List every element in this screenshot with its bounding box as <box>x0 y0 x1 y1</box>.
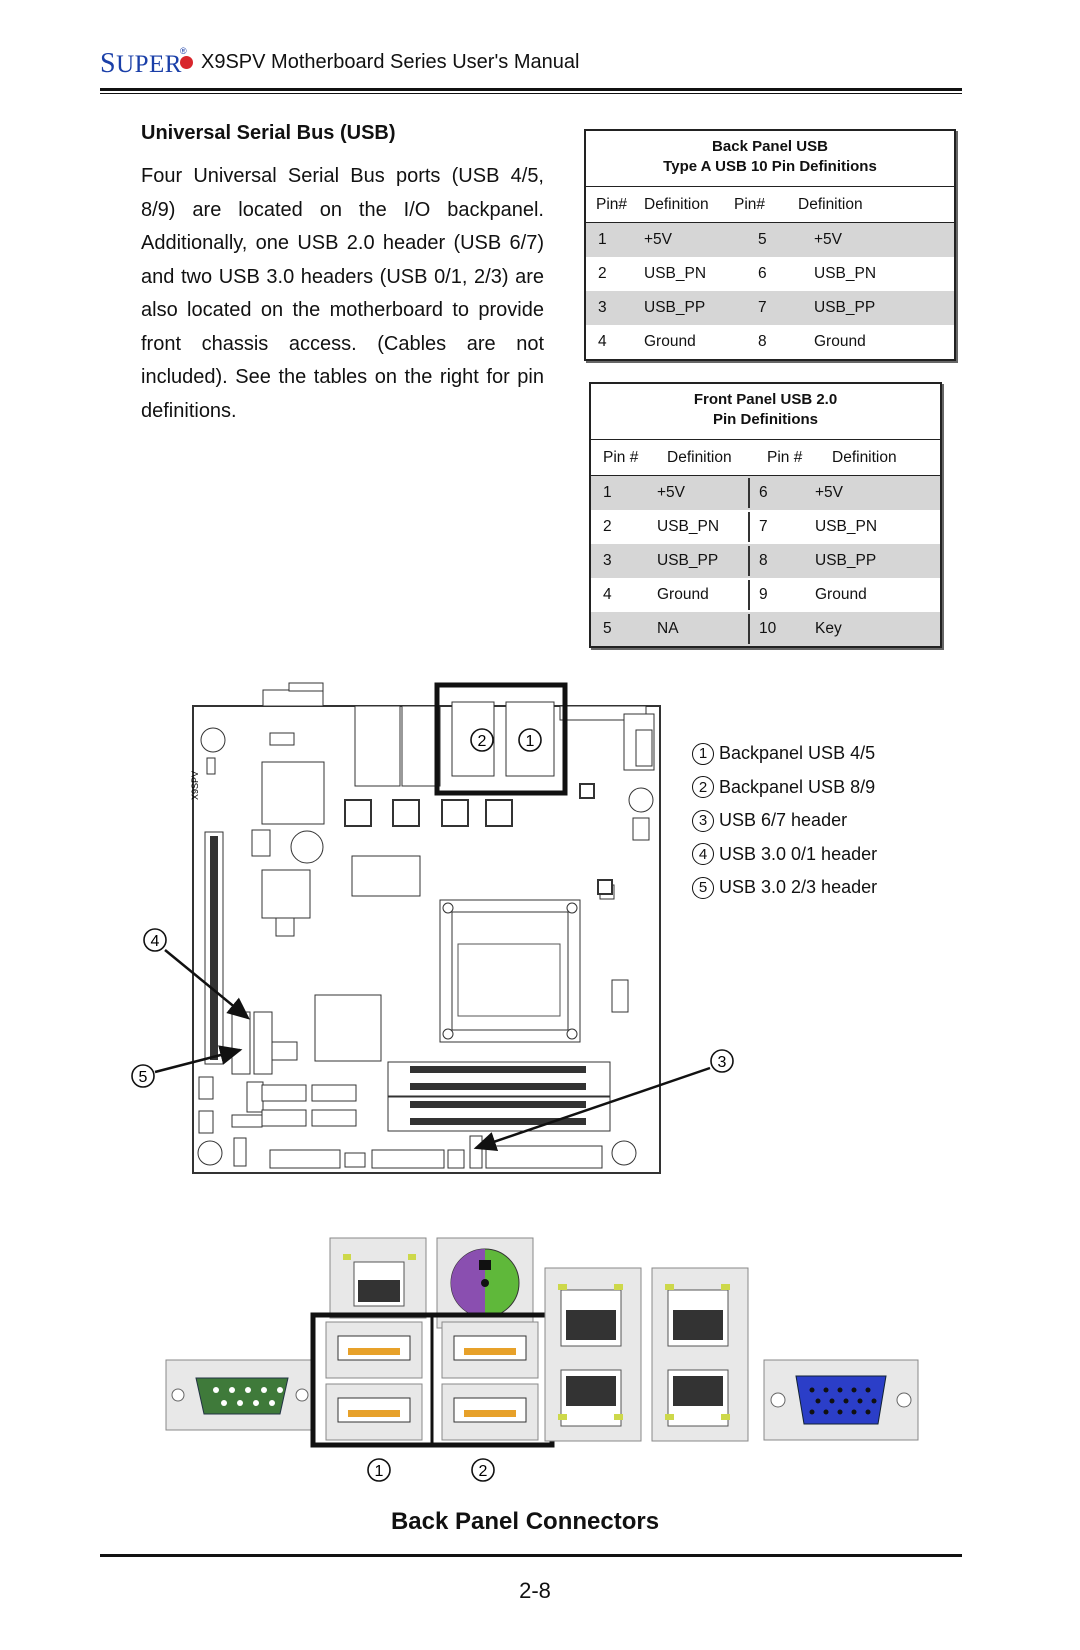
table-cell: 1 <box>598 231 607 248</box>
table-cell: 5 <box>758 231 767 248</box>
table-cell: 6 <box>758 265 767 282</box>
table-cell: USB_PN <box>815 518 878 535</box>
table-row: 4 Ground 9 Ground <box>591 578 940 612</box>
table-row: 3 USB_PP 7 USB_PP <box>586 291 954 325</box>
table-row: 2 USB_PN 7 USB_PN <box>591 510 940 544</box>
board-callout-5: 5 <box>139 1069 148 1086</box>
table-cell: 6 <box>759 484 768 501</box>
table-title: Front Panel USB 2.0 Pin Definitions <box>591 384 940 440</box>
table-row: 3 USB_PP 8 USB_PP <box>591 544 940 578</box>
table-cell: +5V <box>814 231 843 248</box>
board-callout-arrows: 4 5 3 <box>131 928 734 1151</box>
table-cell: Ground <box>814 333 866 350</box>
table-cell: 8 <box>759 552 768 569</box>
front-panel-usb-table: Front Panel USB 2.0 Pin Definitions Pin … <box>589 382 942 648</box>
board-callout-4: 4 <box>151 933 160 950</box>
board-callout-1: 1 <box>526 733 535 750</box>
col-definition: Definition <box>644 195 709 213</box>
section-body: Four Universal Serial Bus ports (USB 4/5… <box>141 165 544 422</box>
section-title: Universal Serial Bus (USB) <box>141 122 396 144</box>
table-row: 1 +5V 5 +5V <box>586 223 954 257</box>
table-cell: +5V <box>815 484 844 501</box>
table-header-row: Pin# Definition Pin# Definition <box>586 187 954 223</box>
table-cell: NA <box>657 620 679 637</box>
table-cell: 1 <box>603 484 612 501</box>
table-cell: 3 <box>603 552 612 569</box>
manual-title: X9SPV Motherboard Series User's Manual <box>201 51 580 73</box>
board-model-label: X9SPV <box>190 771 200 800</box>
table-cell: 3 <box>598 299 607 316</box>
table-cell: +5V <box>657 484 686 501</box>
table-row: 5 NA 10 Key <box>591 612 940 646</box>
table-cell: 7 <box>758 299 767 316</box>
table-row: 4 Ground 8 Ground <box>586 325 954 359</box>
col-definition: Definition <box>832 448 897 466</box>
board-callout-3: 3 <box>718 1054 727 1071</box>
table-cell: 5 <box>603 620 612 637</box>
table-cell: 4 <box>598 333 607 350</box>
page-number: 2-8 <box>519 1578 551 1603</box>
table-cell: 9 <box>759 586 768 603</box>
logo-dot <box>180 56 193 69</box>
table-cell: +5V <box>644 231 673 248</box>
col-pin: Pin # <box>603 448 639 466</box>
board-backpanel-usb-box: 2 1 <box>434 682 568 796</box>
table-cell: USB_PP <box>814 299 876 316</box>
table-cell: USB_PN <box>657 518 720 535</box>
backpanel-callout-1: 1 <box>375 1463 384 1480</box>
logo-registered-mark: ® <box>180 46 187 56</box>
table-cell: 10 <box>759 620 777 637</box>
table-cell: 2 <box>603 518 612 535</box>
table-cell: USB_PN <box>814 265 877 282</box>
supermicro-logo: SUPER <box>100 48 182 79</box>
col-definition: Definition <box>798 195 863 213</box>
col-pin: Pin # <box>767 448 803 466</box>
table-header-row: Pin # Definition Pin # Definition <box>591 440 940 476</box>
table-cell: USB_PP <box>657 552 719 569</box>
table-row: 2 USB_PN 6 USB_PN <box>586 257 954 291</box>
header-rule <box>100 88 962 91</box>
col-pin: Pin# <box>596 195 628 213</box>
table-cell: 7 <box>759 518 768 535</box>
back-panel-usb-table: Back Panel USB Type A USB 10 Pin Definit… <box>584 129 956 361</box>
page-header: SUPER ® X9SPV Motherboard Series User's … <box>100 42 962 82</box>
header-rule-thin <box>100 93 962 94</box>
board-callout-2: 2 <box>478 733 487 750</box>
table-cell: 8 <box>758 333 767 350</box>
table-cell: 2 <box>598 265 607 282</box>
table-cell: Ground <box>644 333 696 350</box>
board-misc-components: X9SPV <box>190 727 654 1169</box>
figure-caption: Back Panel Connectors <box>390 1508 660 1535</box>
table-row: 1 +5V 6 +5V <box>591 476 940 510</box>
board-outline <box>192 682 661 1174</box>
table-cell: Ground <box>815 586 867 603</box>
table-cell: Ground <box>657 586 709 603</box>
footer-rule <box>100 1554 962 1557</box>
table-cell: USB_PP <box>815 552 877 569</box>
table-cell: USB_PP <box>644 299 706 316</box>
backpanel-callout-2: 2 <box>479 1463 488 1480</box>
table-cell: USB_PN <box>644 265 707 282</box>
table-title: Back Panel USB Type A USB 10 Pin Definit… <box>586 131 954 187</box>
col-pin: Pin# <box>734 195 766 213</box>
col-definition: Definition <box>667 448 732 466</box>
table-cell: 4 <box>603 586 612 603</box>
backpanel-illustration: 1 2 <box>165 1237 919 1482</box>
table-cell: Key <box>815 620 842 637</box>
